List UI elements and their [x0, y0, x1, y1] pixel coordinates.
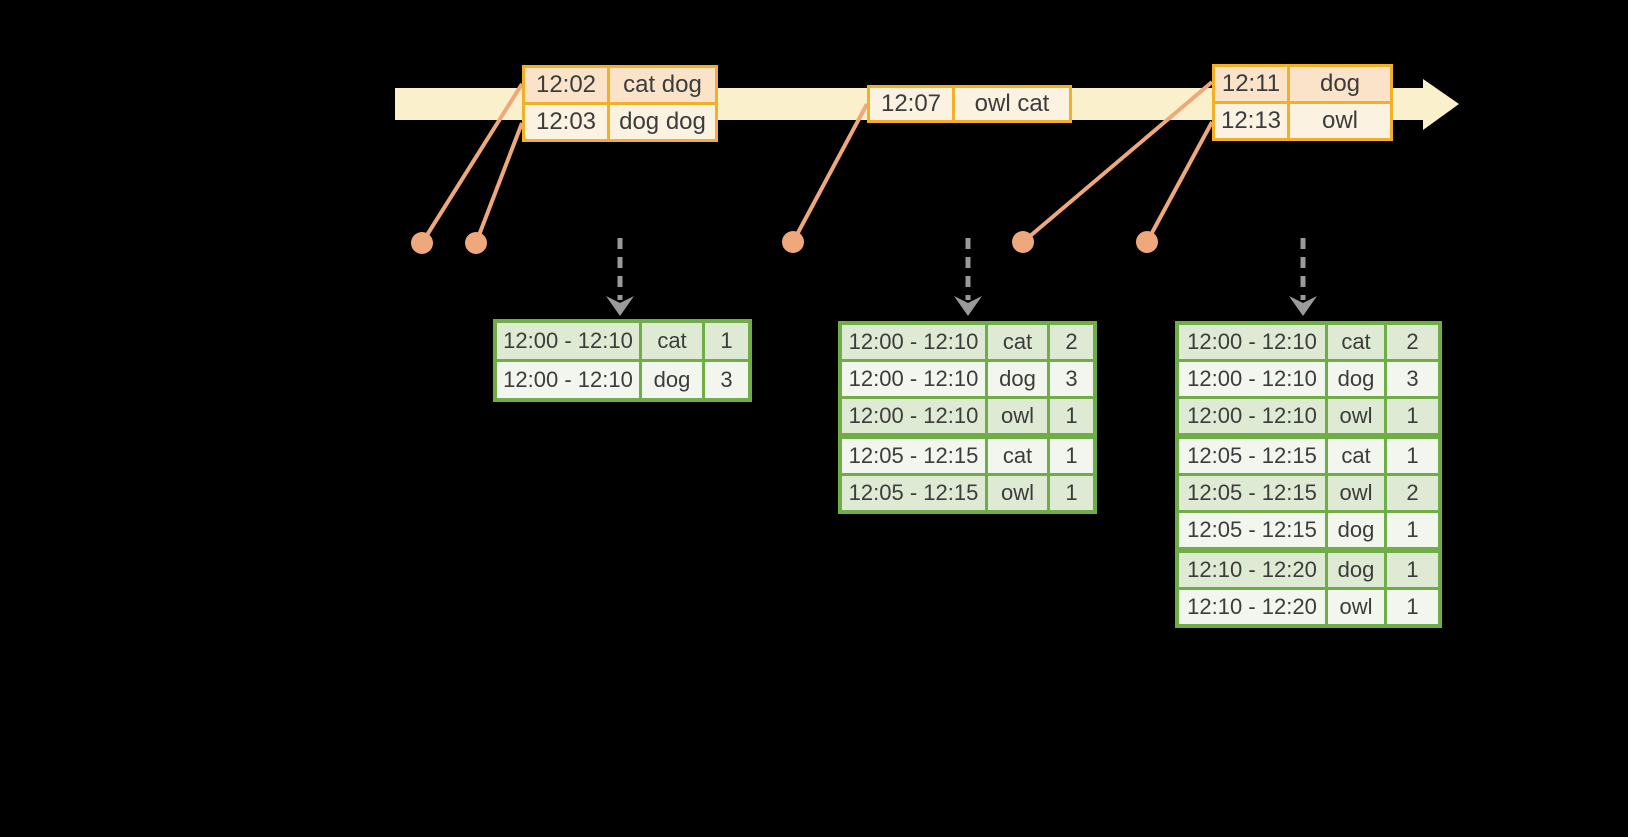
- result-count-cell: 1: [1387, 439, 1438, 473]
- result-count-cell: 1: [1050, 476, 1093, 510]
- result-window-cell: 12:00 - 12:10: [1179, 362, 1325, 396]
- result-count-cell: 3: [1387, 362, 1438, 396]
- event-dot-icon: [465, 232, 487, 254]
- result-window-cell: 12:00 - 12:10: [842, 362, 985, 396]
- trigger-arrowhead: [954, 296, 982, 316]
- trigger-arrowhead: [1289, 296, 1317, 316]
- result-window-cell: 12:05 - 12:15: [1179, 476, 1325, 510]
- event-dot-icon: [1012, 231, 1034, 253]
- event-time-cell: 12:13: [1215, 104, 1287, 138]
- result-animal-cell: owl: [988, 476, 1047, 510]
- result-count-cell: 1: [1050, 399, 1093, 433]
- result-animal-cell: cat: [642, 323, 702, 359]
- result-count-cell: 2: [1050, 325, 1093, 359]
- event-time-cell: 12:02: [525, 68, 607, 102]
- result-window-cell: 12:05 - 12:15: [842, 476, 985, 510]
- result-animal-cell: cat: [988, 439, 1047, 473]
- result-count-cell: 2: [1387, 325, 1438, 359]
- result-animal-cell: dog: [1328, 513, 1384, 547]
- result-animal-cell: dog: [1328, 553, 1384, 587]
- result-window-cell: 12:00 - 12:10: [842, 325, 985, 359]
- event-words-cell: owl: [1290, 104, 1390, 138]
- event-words-cell: cat dog: [610, 68, 715, 102]
- result-animal-cell: dog: [642, 362, 702, 398]
- result-window-cell: 12:00 - 12:10: [842, 399, 985, 433]
- result-animal-cell: owl: [1328, 399, 1384, 433]
- event-words-cell: dog dog: [610, 105, 715, 139]
- connector-line: [1021, 80, 1214, 244]
- result-animal-cell: cat: [988, 325, 1047, 359]
- result-window-cell: 12:05 - 12:15: [1179, 513, 1325, 547]
- result-animal-cell: cat: [1328, 325, 1384, 359]
- result-animal-cell: cat: [1328, 439, 1384, 473]
- result-animal-cell: owl: [988, 399, 1047, 433]
- result-count-cell: 2: [1387, 476, 1438, 510]
- result-count-cell: 3: [1050, 362, 1093, 396]
- event-time-cell: 12:07: [870, 88, 952, 120]
- result-count-cell: 1: [1387, 513, 1438, 547]
- trigger-arrows: [606, 238, 1317, 316]
- event-dots: [411, 231, 1158, 254]
- result-window-cell: 12:05 - 12:15: [1179, 439, 1325, 473]
- result-count-cell: 1: [1387, 590, 1438, 624]
- result-window-cell: 12:00 - 12:10: [1179, 399, 1325, 433]
- result-animal-cell: dog: [1328, 362, 1384, 396]
- result-animal-cell: owl: [1328, 590, 1384, 624]
- trigger-arrowhead: [606, 296, 634, 316]
- result-count-cell: 1: [705, 323, 748, 359]
- event-time-cell: 12:03: [525, 105, 607, 139]
- connector-line: [791, 103, 869, 243]
- connector-line: [474, 122, 524, 244]
- event-words-cell: owl cat: [955, 88, 1069, 120]
- result-animal-cell: owl: [1328, 476, 1384, 510]
- result-count-cell: 1: [1050, 439, 1093, 473]
- event-dot-icon: [1136, 231, 1158, 253]
- result-window-cell: 12:05 - 12:15: [842, 439, 985, 473]
- timeline-arrowhead: [1423, 79, 1459, 130]
- result-window-cell: 12:10 - 12:20: [1179, 553, 1325, 587]
- event-words-cell: dog: [1290, 67, 1390, 101]
- connector-line: [1145, 121, 1214, 243]
- result-window-cell: 12:00 - 12:10: [1179, 325, 1325, 359]
- result-count-cell: 3: [705, 362, 748, 398]
- connector-line: [420, 82, 524, 245]
- event-dot-icon: [782, 231, 804, 253]
- result-animal-cell: dog: [988, 362, 1047, 396]
- result-count-cell: 1: [1387, 553, 1438, 587]
- result-window-cell: 12:00 - 12:10: [497, 362, 639, 398]
- result-window-cell: 12:10 - 12:20: [1179, 590, 1325, 624]
- connector-lines: [420, 80, 1214, 245]
- result-window-cell: 12:00 - 12:10: [497, 323, 639, 359]
- event-dot-icon: [411, 232, 433, 254]
- event-time-cell: 12:11: [1215, 67, 1287, 101]
- result-count-cell: 1: [1387, 399, 1438, 433]
